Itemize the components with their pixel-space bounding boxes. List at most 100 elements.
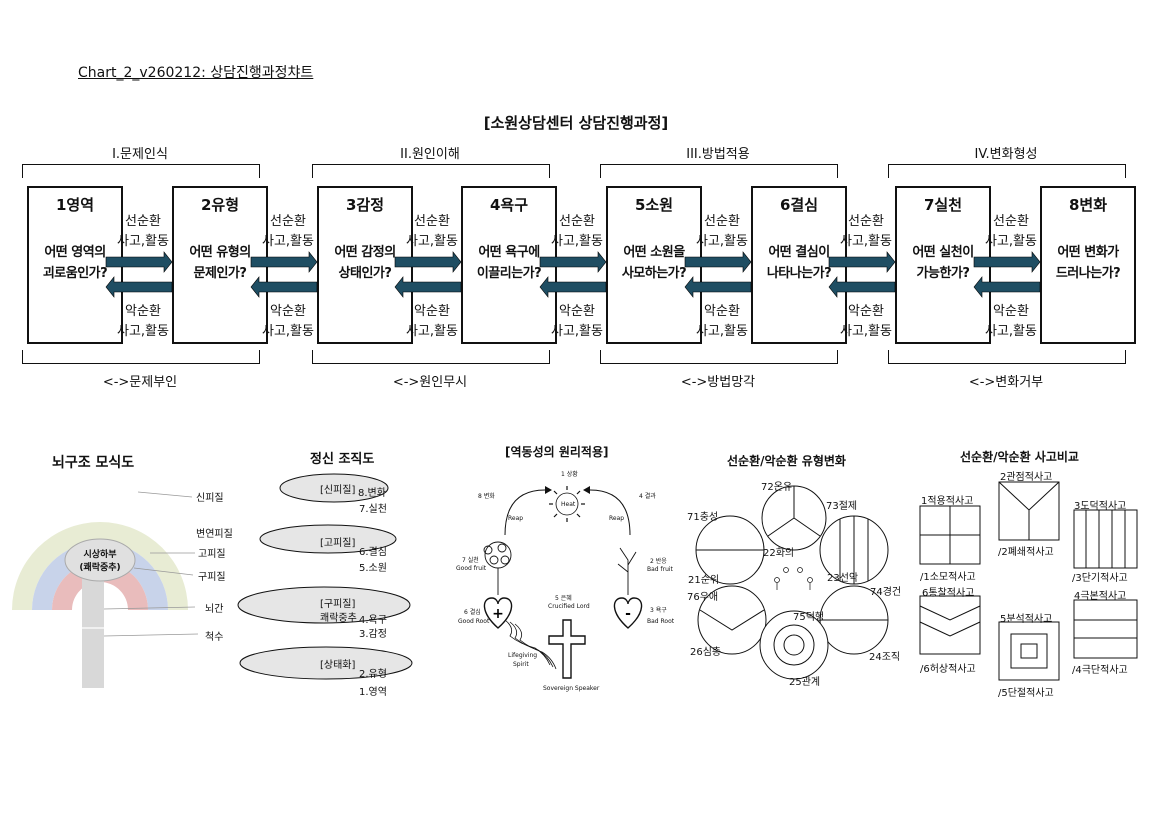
bad-fruit-num: 2 반응	[650, 558, 667, 565]
svg-text:-: -	[625, 606, 631, 622]
positive-cycle-label: 선순환 사고,활동	[551, 214, 603, 249]
thought-top-label: 2관점적사고	[1000, 472, 1053, 483]
process-chart-title: [소원상담센터 상담진행과정]	[483, 114, 669, 132]
layer-lower: 3.감정	[359, 629, 387, 640]
type-label: 72온유	[761, 482, 793, 493]
stage-num: 5소원	[634, 196, 674, 214]
layer-lower: 1.영역	[359, 687, 387, 698]
negative-cycle-label: 악순환 사고,활동	[262, 304, 314, 339]
negative-cycle-label: 악순환 사고,활동	[696, 304, 748, 339]
label-brainstem: 뇌간	[205, 604, 224, 615]
type-label: 24조직	[869, 652, 901, 663]
positive-cycle-label: 선순환 사고,활동	[985, 214, 1037, 249]
stage-question: 어떤 변화가 드러나는가?	[1055, 245, 1121, 281]
spirit-waves	[504, 619, 557, 670]
positive-cycle-label: 선순환 사고,활동	[840, 214, 892, 249]
thought-top-label: 6통찰적사고	[922, 588, 975, 599]
layer-ellipse	[237, 586, 411, 624]
right-arrow	[973, 251, 1041, 273]
types-diagram	[695, 485, 889, 680]
cycle-arrows	[105, 251, 1041, 298]
cross-num: 5 은혜	[555, 595, 572, 602]
layer-ellipse	[279, 473, 389, 503]
document-title: Chart_2_v260212: 상담진행과정챠트	[78, 65, 314, 81]
negative-cycle-label: 악순환 사고,활동	[551, 304, 603, 339]
label-spinal-cord: 척수	[205, 632, 224, 643]
layer-sub: 쾌락중추	[320, 613, 357, 624]
phase-1-bracket-bottom	[22, 350, 260, 364]
cross-icon	[548, 619, 586, 679]
phase-3-label: III.방법적용	[686, 147, 750, 162]
left-arrow	[973, 276, 1041, 298]
layer-name: [고피질]	[320, 538, 356, 549]
thought-top-label: 4극본적사고	[1074, 591, 1127, 602]
label-limbic: 변연피질	[196, 529, 233, 540]
phase-1-bracket-top	[22, 164, 260, 178]
brain-title: 뇌구조 모식도	[52, 455, 135, 471]
sun-icon	[549, 486, 585, 522]
positive-cycle-label: 선순환 사고,활동	[117, 214, 169, 249]
stage-num: 3감정	[345, 196, 385, 214]
right-arrow	[105, 251, 173, 273]
label-archicortex: 구피질	[198, 572, 226, 583]
heat-label: Heat	[561, 501, 576, 508]
layer-name: [구피질]	[320, 599, 356, 610]
thought-top-label: 1적용적사고	[921, 496, 974, 507]
positive-cycle-label: 선순환 사고,활동	[696, 214, 748, 249]
spirit-label-1: Lifegiving	[508, 652, 538, 659]
stage-num: 1영역	[55, 196, 95, 214]
hypothalamus-name: 시상하부	[83, 550, 117, 560]
mental-ellipses	[237, 473, 413, 680]
dynamics-diagram: + -	[483, 486, 643, 679]
type-label: 22화의	[763, 548, 795, 559]
right-arrow	[539, 251, 607, 273]
positive-cycle-label: 선순환 사고,활동	[262, 214, 314, 249]
phase-2-bracket-bottom	[312, 350, 550, 364]
stage-num: 8변화	[1068, 196, 1108, 214]
right-arrow	[828, 251, 896, 273]
speaker-label: Sovereign Speaker	[543, 685, 600, 692]
layer-upper: 6.결심	[359, 547, 387, 558]
thought-box	[919, 595, 981, 655]
positive-cycle-label: 선순환 사고,활동	[406, 214, 458, 249]
bad-fruit-label: Bad fruit	[647, 566, 673, 573]
phase-3-denial: <->방법망각	[680, 375, 756, 390]
hypothalamus-label: 시상하부 (쾌락중추)	[70, 549, 130, 575]
reap-left-label: Reap	[508, 515, 524, 522]
compare-diagram	[919, 481, 1138, 681]
change-label: 8 변화	[478, 493, 495, 500]
right-arrow	[250, 251, 318, 273]
phase-4-bracket-bottom	[888, 350, 1126, 364]
negative-cycle-label: 악순환 사고,활동	[840, 304, 892, 339]
type-label: 23선악	[827, 573, 859, 584]
mental-title: 정신 조직도	[310, 452, 375, 467]
bad-root-num: 3 욕구	[650, 607, 667, 614]
phase-2-bracket-top	[312, 164, 550, 178]
right-arrow	[394, 251, 462, 273]
phase-1-denial: <->문제부인	[102, 375, 178, 390]
svg-text:+: +	[492, 606, 504, 622]
stage-question: 어떤 영역의 괴로움인가?	[42, 245, 108, 281]
phase-3-bracket-bottom	[600, 350, 838, 364]
stage-question: 어떤 결심이 나타나는가?	[766, 245, 832, 281]
heat-num-label: 1 상황	[561, 471, 578, 478]
left-arrow	[828, 276, 896, 298]
stage-num: 7실천	[923, 196, 963, 214]
brainstem	[82, 575, 104, 688]
type-label: 21순위	[688, 575, 720, 586]
label-neocortex: 신피질	[196, 493, 224, 504]
layer-ellipse	[239, 646, 413, 680]
thought-bottom-label: /5단절적사고	[998, 688, 1054, 699]
phase-2-label: II.원인이해	[400, 147, 460, 162]
thought-bottom-label: /6허상적사고	[920, 664, 976, 675]
neocortex-ring	[12, 522, 188, 610]
good-fruit-num: 7 실천	[462, 557, 479, 564]
left-arrow	[539, 276, 607, 298]
thought-bottom-label: /4극단적사고	[1072, 665, 1128, 676]
good-root-label: Good Root	[458, 618, 490, 625]
stage-question: 어떤 욕구에 이끌리는가?	[476, 245, 542, 281]
good-heart-icon	[483, 597, 513, 629]
stage-question: 어떤 감정의 상태인가?	[334, 245, 396, 281]
phase-2-denial: <->원인무시	[392, 375, 468, 390]
